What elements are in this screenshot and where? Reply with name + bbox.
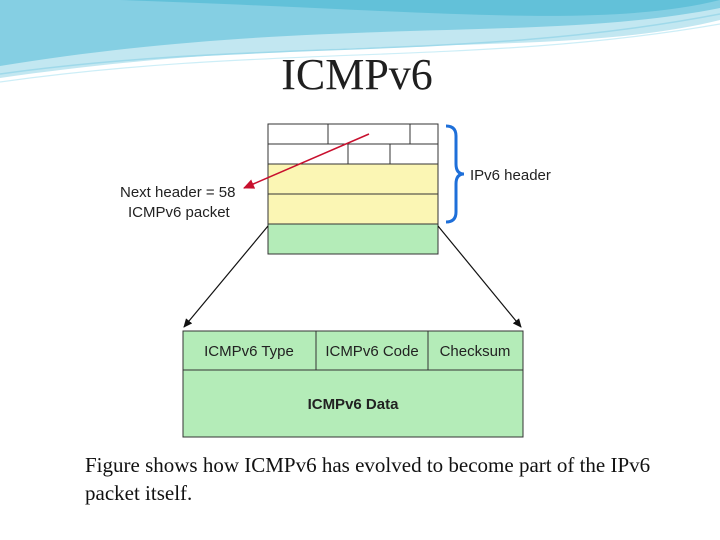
icmpv6-code-label: ICMPv6 Code — [325, 343, 418, 360]
ipv6-header-label: IPv6 header — [470, 167, 551, 184]
icmpv6-packet-label: ICMPv6 packet — [128, 204, 231, 221]
expand-arrow-right — [438, 226, 521, 327]
icmpv6-type-label: ICMPv6 Type — [204, 343, 294, 360]
ipv6-source-address — [268, 164, 438, 194]
ipv6-packet — [268, 124, 438, 254]
next-header-label: Next header = 58 — [120, 184, 236, 201]
icmpv6-data-label: ICMPv6 Data — [308, 396, 400, 413]
ipv6-destination-address — [268, 194, 438, 224]
icmpv6-message: ICMPv6 Type ICMPv6 Code Checksum ICMPv6 … — [183, 331, 523, 437]
ipv6-header-bracket — [446, 126, 464, 222]
slide-caption: Figure shows how ICMPv6 has evolved to b… — [85, 451, 685, 507]
icmpv6-checksum-label: Checksum — [440, 343, 511, 360]
ipv6-header-row-2 — [268, 144, 438, 164]
expand-arrow-left — [184, 226, 268, 327]
ipv6-payload-icmpv6 — [268, 224, 438, 254]
